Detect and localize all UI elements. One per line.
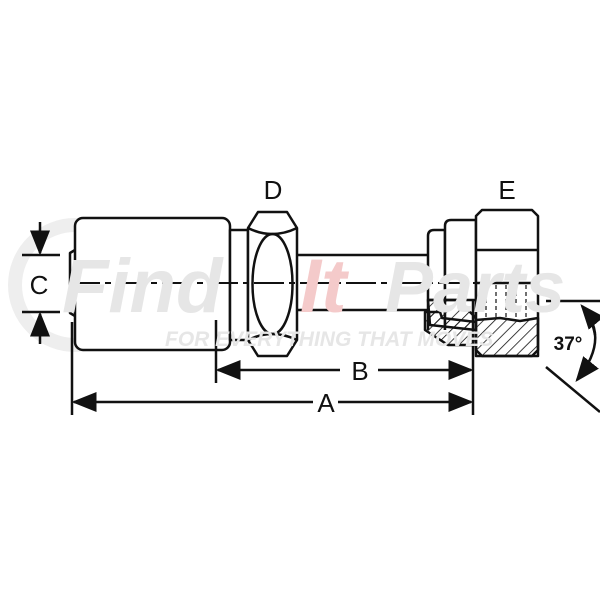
tube	[297, 253, 428, 312]
watermark: Find It Parts FOR EVERYTHING THAT MOVES	[62, 244, 565, 351]
label-c: C	[30, 270, 49, 300]
watermark-brand-2: It	[300, 244, 349, 329]
label-a: A	[317, 388, 335, 418]
label-e: E	[498, 175, 515, 205]
label-b: B	[351, 356, 368, 386]
neck	[228, 228, 250, 342]
watermark-tagline: FOR EVERYTHING THAT MOVES	[165, 328, 493, 351]
angle-line-diagonal	[545, 366, 600, 413]
watermark-brand-3: Parts	[385, 248, 565, 328]
label-angle: 37°	[554, 334, 583, 355]
watermark-brand-1: Find	[62, 244, 224, 329]
nut-e-section	[474, 316, 540, 358]
label-d: D	[264, 175, 283, 205]
